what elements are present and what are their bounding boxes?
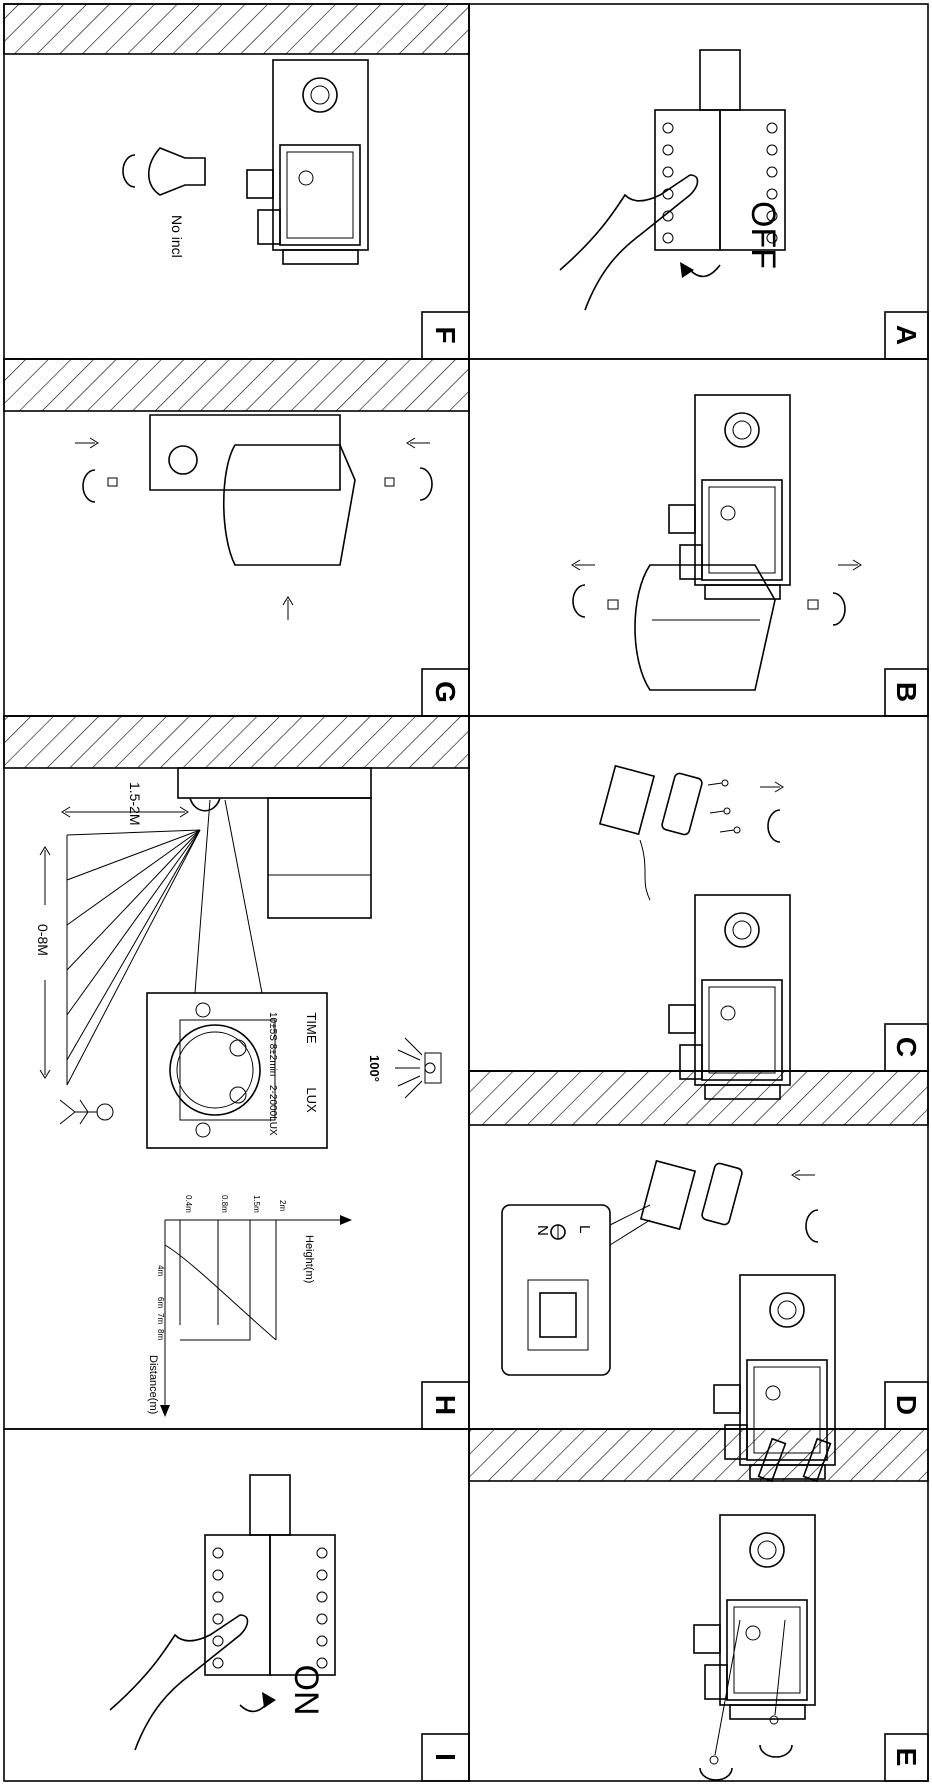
wall-plugs bbox=[757, 1437, 832, 1483]
clip bbox=[122, 154, 136, 188]
panel-f-letter: F bbox=[430, 326, 461, 343]
wall bbox=[3, 715, 470, 769]
height-tick: 1.5m bbox=[252, 1195, 261, 1213]
arrow-up-icon bbox=[282, 596, 294, 620]
fixture-body bbox=[149, 414, 341, 491]
sun-angle-icon bbox=[395, 1037, 442, 1099]
wall bbox=[3, 3, 470, 55]
right-clip bbox=[832, 592, 846, 626]
fixture-drawing bbox=[668, 894, 791, 1100]
panel-c-letter: C bbox=[891, 1037, 922, 1057]
wiring-inset: L N bbox=[501, 1204, 651, 1376]
right-clip bbox=[419, 467, 433, 501]
cover-housing bbox=[634, 564, 776, 691]
panel-g: G bbox=[3, 358, 470, 717]
arrow-left-icon bbox=[406, 437, 430, 449]
cover-housing bbox=[222, 444, 356, 566]
bulb-icon bbox=[147, 147, 206, 196]
distance-tick: 8m bbox=[156, 1329, 165, 1340]
clip bbox=[805, 1209, 819, 1243]
arrow-right-icon bbox=[838, 559, 862, 571]
distance-axis-label: Distance(m) bbox=[147, 1355, 159, 1414]
panel-b-letter: B bbox=[891, 682, 922, 702]
panel-e: E bbox=[468, 1428, 929, 1782]
panel-a: OFF A bbox=[468, 3, 929, 360]
panel-a-letter: A bbox=[891, 325, 922, 345]
arrow-left-icon bbox=[791, 1169, 815, 1181]
clip bbox=[759, 1744, 793, 1758]
wall bbox=[468, 1428, 929, 1482]
wire-live: L bbox=[576, 1225, 593, 1233]
height-tick: 0.8m bbox=[220, 1195, 229, 1213]
panel-f: No incl F bbox=[3, 3, 470, 360]
gasket-plate bbox=[661, 772, 703, 836]
person-icon bbox=[59, 1099, 114, 1125]
terminal-block bbox=[204, 1474, 336, 1676]
clip bbox=[699, 1767, 733, 1781]
time-label: TIME bbox=[304, 1012, 319, 1043]
panel-i-instruction: ON bbox=[287, 1665, 325, 1716]
panel-d: L N D bbox=[468, 1070, 929, 1480]
left-clip bbox=[82, 469, 96, 503]
panel-a-instruction: OFF bbox=[744, 201, 782, 269]
panel-g-letter: G bbox=[430, 681, 461, 703]
gasket-plate bbox=[701, 1162, 743, 1226]
detection-fan bbox=[66, 829, 201, 1086]
lux-label: LUX bbox=[304, 1087, 319, 1113]
fixture-side bbox=[177, 767, 372, 799]
fixture-drawing bbox=[668, 394, 791, 600]
hand-icon bbox=[559, 174, 699, 311]
time-range: 10±5S 8±2min bbox=[267, 1012, 278, 1076]
wall bbox=[3, 358, 470, 412]
detection-range: 0-8M bbox=[35, 924, 51, 956]
wall bbox=[468, 1070, 929, 1126]
arrow-right-icon bbox=[760, 781, 784, 793]
height-axis-label: Height(m) bbox=[303, 1235, 315, 1283]
height-arrow bbox=[61, 806, 189, 818]
distance-tick: 6m bbox=[156, 1297, 165, 1308]
panel-b: B bbox=[468, 358, 929, 717]
height-tick: 0.4m bbox=[184, 1195, 193, 1213]
panel-c: C bbox=[468, 715, 929, 1100]
height-tick: 2m bbox=[278, 1200, 287, 1211]
arrow-right-icon bbox=[75, 437, 99, 449]
screws bbox=[707, 779, 741, 834]
panel-d-letter: D bbox=[891, 1395, 922, 1415]
distance-tick: 7m bbox=[156, 1313, 165, 1324]
rotate-arrow-icon bbox=[689, 264, 721, 278]
panel-i: ON I bbox=[3, 1428, 470, 1782]
panel-h-letter: H bbox=[430, 1395, 461, 1415]
connector-box bbox=[639, 1159, 697, 1231]
sensor-dial-inset: TIME 10±5S 8±2min LUX 2-2000LUX bbox=[146, 799, 328, 1149]
lux-range: 2-2000LUX bbox=[267, 1085, 278, 1136]
arrow-left-icon bbox=[571, 559, 595, 571]
screws bbox=[709, 1619, 786, 1765]
clip bbox=[767, 809, 781, 843]
wire-neutral: N bbox=[534, 1225, 551, 1236]
panel-i-letter: I bbox=[430, 1753, 461, 1761]
panel-f-note: No incl bbox=[169, 215, 185, 258]
detection-angle: 100° bbox=[367, 1055, 382, 1082]
panel-e-letter: E bbox=[891, 1748, 922, 1767]
mount-height: 1.5-2M bbox=[127, 782, 143, 826]
fixture-drawing bbox=[693, 1514, 816, 1720]
fixture-drawing bbox=[246, 59, 369, 265]
distance-tick: 4m bbox=[156, 1265, 165, 1276]
panel-h: 1.5-2M 0-8M TIME 10±5S 8±2min LUX 2-2000… bbox=[3, 715, 470, 1430]
left-clip bbox=[572, 584, 586, 618]
connector-box bbox=[598, 764, 656, 836]
hand-icon bbox=[109, 1614, 249, 1751]
coverage-graph: Height(m) Distance(m) 0.4m 0.8m 1.5m 2m … bbox=[147, 1195, 352, 1417]
